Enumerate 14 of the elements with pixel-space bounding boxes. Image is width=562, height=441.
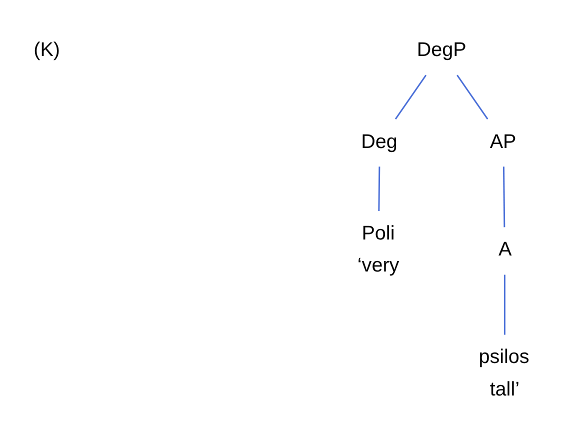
label: (K) <box>34 38 60 61</box>
connector <box>502 166 506 227</box>
connector <box>456 74 488 119</box>
node-text: A <box>498 238 512 260</box>
node-text: DegP <box>416 38 466 61</box>
node-text: AP <box>490 130 516 152</box>
node-label: tall’ <box>490 378 520 400</box>
connector <box>504 274 506 334</box>
node-text: Deg <box>361 130 398 152</box>
node-label: ‘very <box>357 254 400 276</box>
connector <box>394 74 427 119</box>
node-text: psilos <box>478 346 530 368</box>
connector <box>378 166 380 211</box>
node-text: Poli <box>362 222 395 244</box>
